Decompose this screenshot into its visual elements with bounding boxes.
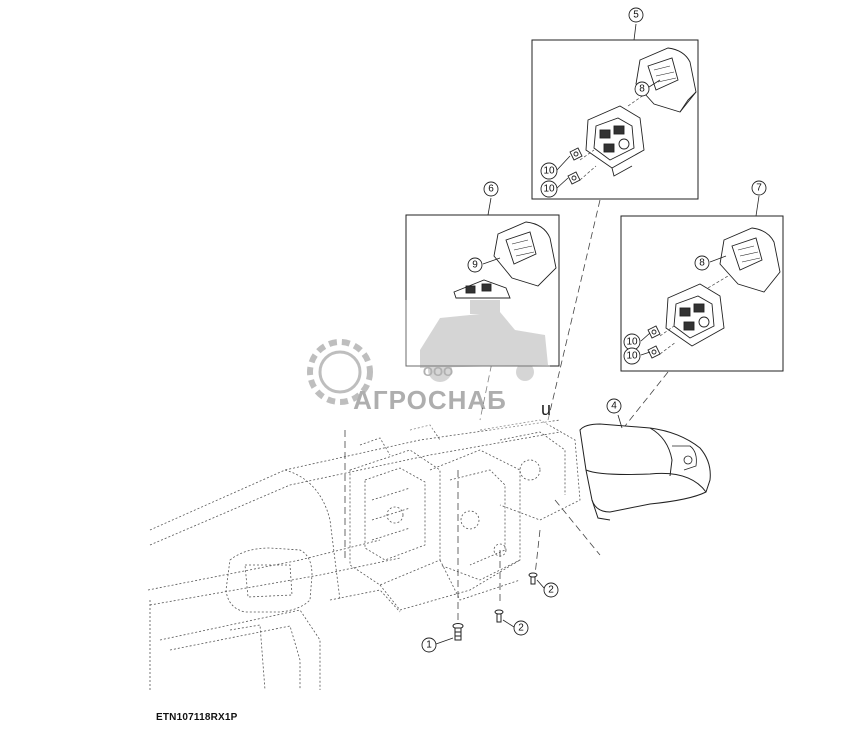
nut-10-d — [647, 345, 661, 359]
svg-text:8: 8 — [639, 84, 645, 95]
switch-cover-8b — [719, 227, 781, 293]
svg-text:5: 5 — [633, 10, 639, 21]
nut-10-upper — [569, 147, 583, 161]
screw-fastener-2a — [528, 572, 538, 585]
callout-5: 5 — [628, 7, 644, 23]
svg-text:10: 10 — [626, 337, 638, 348]
svg-text:6: 6 — [488, 184, 494, 195]
callouts — [435, 79, 727, 645]
detail-box-7 — [620, 195, 784, 372]
callout-8a: 8 — [634, 81, 650, 97]
watermark-company-small: ООО — [423, 364, 453, 379]
callout-4: 4 — [606, 398, 622, 414]
nut-10-c — [647, 325, 661, 339]
watermark-suffix: u — [541, 399, 551, 419]
switch-assembly — [585, 105, 645, 177]
callout-10b: 10 — [540, 180, 558, 198]
switch-cover-8 — [635, 47, 697, 113]
callout-9: 9 — [467, 257, 483, 273]
svg-text:1: 1 — [426, 640, 432, 651]
screw-fastener-1 — [452, 623, 464, 641]
detail-box-5 — [531, 23, 699, 200]
callout-10a: 10 — [540, 162, 558, 180]
gear-icon — [307, 339, 373, 405]
callout-2b: 2 — [513, 620, 529, 636]
figure-code: ETN107118RX1P — [156, 712, 238, 723]
switch-assembly-6 — [453, 279, 511, 299]
armrest-pad — [579, 423, 711, 521]
svg-text:10: 10 — [543, 184, 555, 195]
svg-text:8: 8 — [699, 258, 705, 269]
watermark-company-name: АГРОСНАБ — [353, 385, 507, 415]
callout-1: 1 — [421, 637, 437, 653]
svg-text:2: 2 — [548, 585, 554, 596]
watermark: ООО АГРОСНАБ — [300, 300, 550, 430]
callout-7: 7 — [751, 180, 767, 196]
nut-10-lower — [567, 171, 581, 185]
svg-text:10: 10 — [626, 351, 638, 362]
harvester-icon — [420, 300, 548, 382]
svg-text:4: 4 — [611, 401, 617, 412]
switch-assembly-7 — [665, 283, 725, 347]
svg-text:10: 10 — [543, 166, 555, 177]
svg-text:7: 7 — [756, 183, 762, 194]
callout-2a: 2 — [543, 582, 559, 598]
callout-6: 6 — [483, 181, 499, 197]
console-assembly — [147, 419, 581, 691]
switch-cover-9 — [493, 221, 557, 287]
svg-text:9: 9 — [472, 260, 478, 271]
callout-8b: 8 — [694, 255, 710, 271]
svg-text:2: 2 — [518, 623, 524, 634]
screw-fastener-2b — [494, 609, 504, 623]
callout-10d: 10 — [623, 347, 641, 365]
